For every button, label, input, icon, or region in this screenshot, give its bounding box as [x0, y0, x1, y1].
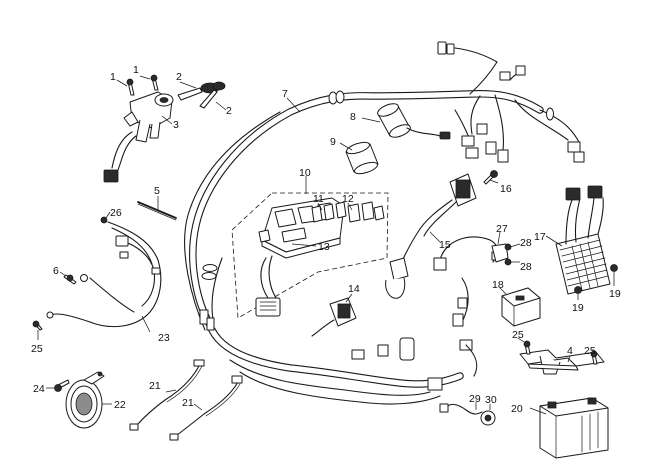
callout-21-right: 21 — [182, 397, 194, 409]
fuse-box-group — [231, 192, 389, 319]
callout-29: 29 — [469, 393, 481, 405]
callout-19-right: 19 — [609, 288, 621, 300]
callout-28-upper: 28 — [520, 237, 532, 249]
rubber-sleeve-9 — [345, 141, 379, 175]
callout-2-key: 2 — [226, 105, 232, 117]
connector-14 — [311, 297, 357, 337]
cable-tie — [137, 201, 177, 221]
callout-12: 12 — [342, 193, 354, 205]
fuse-12 — [347, 201, 385, 223]
callout-22: 22 — [114, 399, 126, 411]
battery — [539, 397, 609, 459]
screw-6 — [63, 274, 77, 285]
callout-23: 23 — [158, 332, 170, 344]
screw-24 — [54, 379, 70, 392]
nut-19-left — [574, 286, 582, 294]
callout-16: 16 — [500, 183, 512, 195]
callout-7: 7 — [282, 88, 288, 100]
callout-labels: 1 1 2 2 3 4 5 6 7 8 9 10 11 12 13 14 15 … — [31, 64, 621, 415]
callout-26: 26 — [110, 207, 122, 219]
main-wire-harness — [184, 41, 585, 405]
rubber-sleeve-8 — [377, 103, 451, 140]
screw-16 — [483, 170, 498, 185]
screw-25-strap-right — [590, 350, 598, 365]
sensor-30 — [480, 410, 496, 426]
wire-lead-21-right — [169, 375, 243, 441]
callout-14: 14 — [348, 283, 360, 295]
callout-17: 17 — [534, 231, 546, 243]
callout-2-top: 2 — [176, 71, 182, 83]
callout-25-strap-right: 25 — [584, 345, 596, 357]
switch-screw-left — [126, 78, 135, 96]
callout-3: 3 — [173, 119, 179, 131]
callout-25-ground: 25 — [31, 343, 43, 355]
callout-21-left: 21 — [149, 380, 161, 392]
callout-25-strap-left: 25 — [512, 329, 524, 341]
callout-1-left: 1 — [110, 71, 116, 83]
callout-8: 8 — [350, 111, 356, 123]
callout-11: 11 — [313, 193, 324, 205]
screw-25-strap-left — [523, 340, 531, 355]
nut-19-right — [610, 264, 618, 272]
callout-9: 9 — [330, 136, 336, 148]
relay-18 — [501, 287, 541, 327]
callout-10: 10 — [299, 167, 311, 179]
callout-24: 24 — [33, 383, 45, 395]
sensor-29 — [439, 403, 483, 415]
callout-30: 30 — [485, 394, 497, 406]
callout-6: 6 — [53, 265, 59, 277]
sensor-cable-15 — [385, 173, 477, 299]
switch-screw-right — [150, 74, 159, 91]
horn — [65, 371, 105, 429]
battery-strap — [519, 349, 605, 375]
callout-18: 18 — [492, 279, 504, 291]
fuse-11 — [311, 201, 347, 223]
callout-19-left: 19 — [572, 302, 584, 314]
ignition-key — [177, 81, 226, 109]
ignition-switch — [103, 91, 174, 183]
callout-13: 13 — [318, 241, 330, 253]
callout-4: 4 — [567, 345, 573, 357]
screw-26 — [100, 216, 108, 224]
screw-25-ground — [32, 320, 43, 331]
wire-lead-21-left — [129, 359, 205, 431]
callout-5: 5 — [154, 185, 160, 197]
voltage-regulator — [555, 185, 611, 295]
callout-15: 15 — [439, 239, 451, 251]
callout-20: 20 — [511, 403, 523, 415]
bracket-27 — [491, 243, 509, 263]
callout-27: 27 — [496, 223, 508, 235]
ground-cable-23 — [46, 221, 162, 328]
callout-1-right: 1 — [133, 64, 139, 76]
callout-28-lower: 28 — [520, 261, 532, 273]
